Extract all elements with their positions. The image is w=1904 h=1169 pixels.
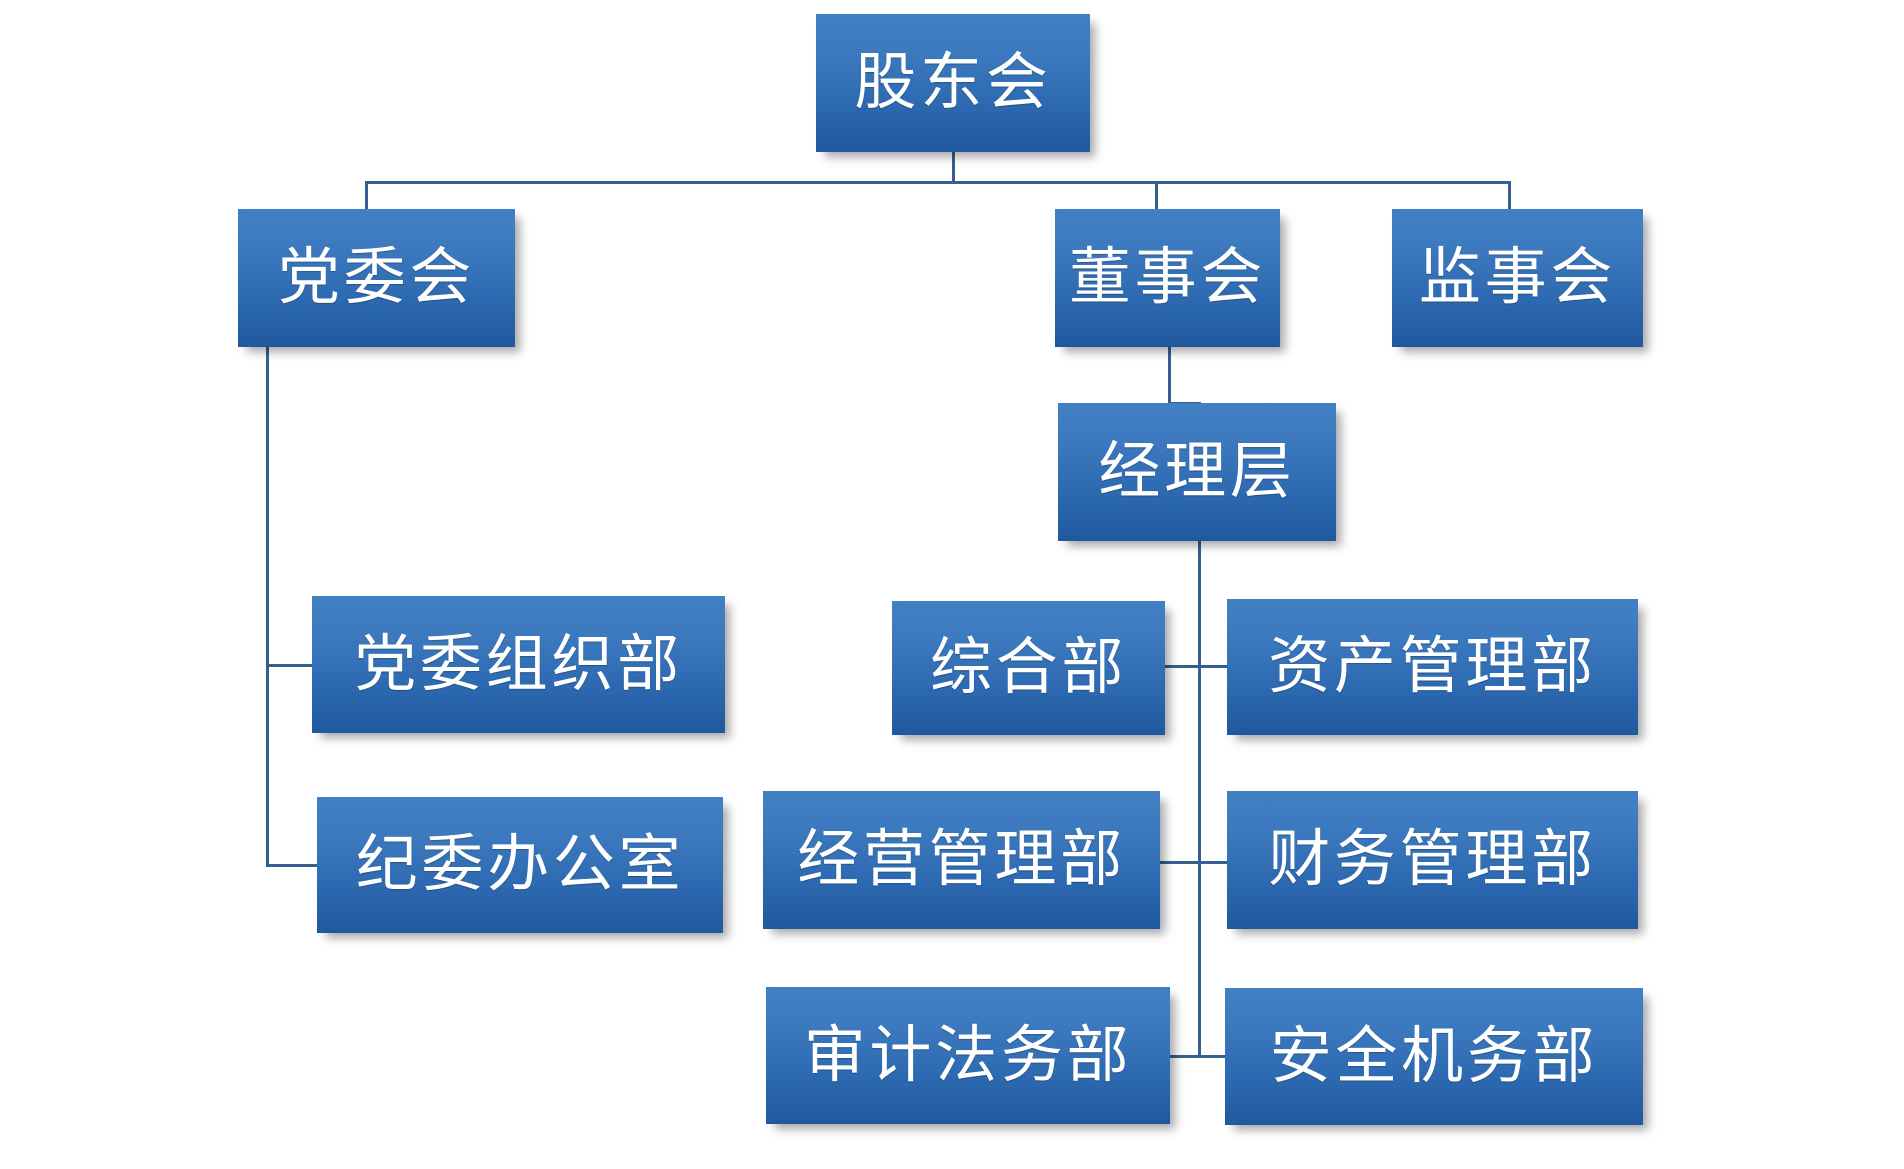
node-label: 综合部	[929, 634, 1128, 702]
node-operation-management-dept[interactable]: 经营管理部	[763, 791, 1160, 929]
node-audit-legal-dept[interactable]: 审计法务部	[766, 987, 1170, 1124]
node-board-of-supervisors[interactable]: 监事会	[1392, 209, 1643, 347]
connector-management-to-finance-dept	[1198, 861, 1229, 864]
node-label: 党委组织部	[354, 630, 683, 699]
connector-management-to-asset-dept	[1198, 665, 1229, 668]
connector-management-to-safety-dept	[1198, 1055, 1228, 1058]
connector-level2-bus	[365, 181, 1511, 184]
node-label: 党委会	[277, 244, 476, 312]
node-label: 纪委办公室	[355, 831, 685, 899]
node-label: 董事会	[1068, 244, 1267, 312]
node-party-organization-dept[interactable]: 党委组织部	[312, 596, 725, 733]
node-label: 经营管理部	[797, 826, 1126, 894]
connector-management-to-general-affairs	[1164, 665, 1200, 668]
node-label: 经理层	[1098, 438, 1296, 506]
connector-to-board-of-supervisors	[1508, 181, 1511, 211]
node-asset-management-dept[interactable]: 资产管理部	[1227, 599, 1638, 735]
connector-party-spine	[266, 347, 269, 867]
node-label: 财务管理部	[1268, 826, 1597, 894]
node-discipline-office[interactable]: 纪委办公室	[317, 797, 723, 933]
node-shareholders-meeting[interactable]: 股东会	[816, 14, 1090, 152]
node-label: 审计法务部	[803, 1021, 1133, 1090]
node-label: 资产管理部	[1268, 633, 1597, 701]
node-label: 股东会	[854, 49, 1052, 117]
connector-management-spine	[1198, 541, 1201, 1057]
connector-to-party-committee	[365, 181, 368, 211]
node-board-of-directors[interactable]: 董事会	[1055, 209, 1280, 347]
node-label: 监事会	[1418, 244, 1617, 312]
node-party-committee[interactable]: 党委会	[238, 209, 515, 347]
node-management[interactable]: 经理层	[1058, 403, 1336, 541]
connector-board-to-management	[1168, 347, 1171, 405]
connector-shareholders-stem	[952, 152, 955, 184]
connector-party-to-org-dept	[266, 664, 314, 667]
node-finance-management-dept[interactable]: 财务管理部	[1227, 791, 1638, 929]
connector-party-to-discipline-office	[266, 864, 319, 867]
node-label: 安全机务部	[1269, 1022, 1599, 1091]
node-safety-machinery-dept[interactable]: 安全机务部	[1225, 988, 1643, 1125]
connector-management-to-audit-dept	[1168, 1055, 1200, 1058]
node-general-affairs-dept[interactable]: 综合部	[892, 601, 1165, 735]
connector-to-board-of-directors	[1155, 181, 1158, 211]
connector-management-to-operation-dept	[1159, 861, 1200, 864]
